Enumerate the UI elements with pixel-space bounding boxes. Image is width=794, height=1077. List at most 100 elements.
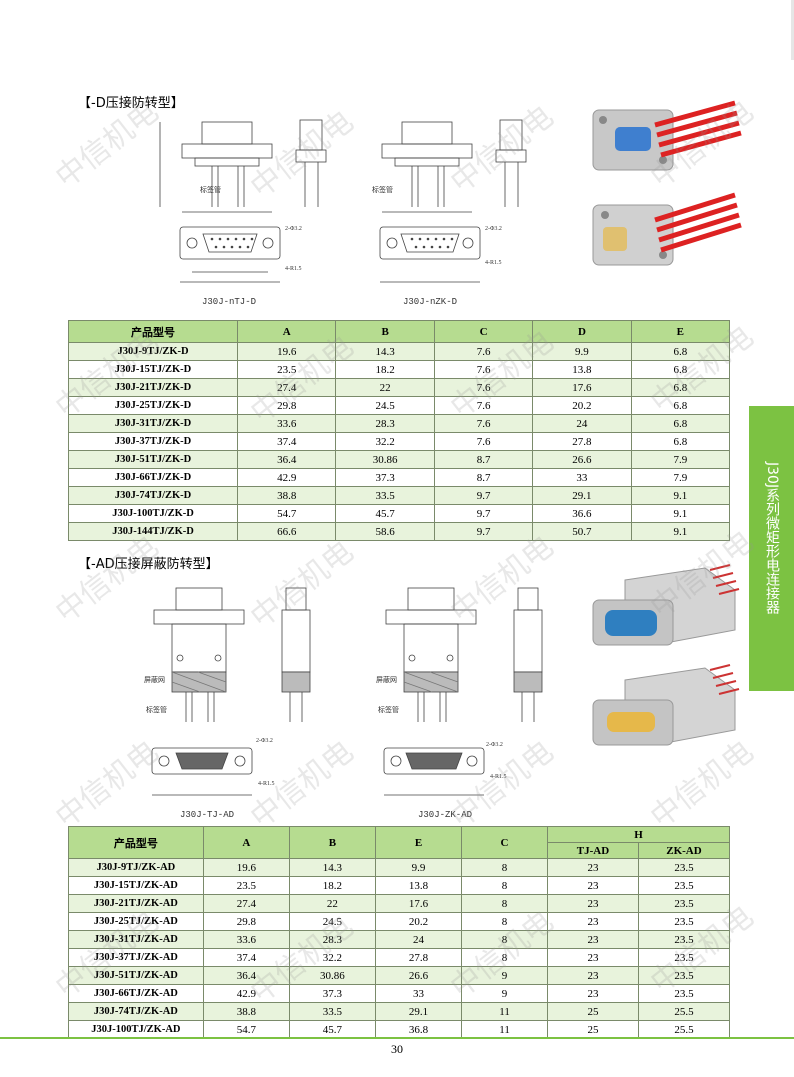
value-cell: 33 — [374, 984, 463, 1003]
page-number: 30 — [391, 1042, 403, 1056]
side-category-tab — [749, 406, 794, 691]
caption-d-tj: J30J-nTJ-D — [202, 297, 257, 307]
value-cell: 36.8 — [374, 1020, 463, 1039]
value-cell: 25 — [547, 1020, 639, 1039]
col-header-model: 产品型号 — [68, 826, 204, 859]
value-cell: 36.6 — [532, 504, 632, 523]
value-cell: 6.8 — [630, 414, 731, 433]
value-cell: 23.5 — [202, 876, 290, 895]
model-cell: J30J-37TJ/ZK-D — [67, 432, 239, 451]
model-cell: J30J-100TJ/ZK-D — [67, 504, 239, 523]
value-cell: 23.5 — [637, 966, 731, 985]
caption-d-zk: J30J-nZK-D — [403, 297, 458, 307]
value-cell: 23.5 — [637, 876, 731, 895]
value-cell: 24 — [532, 414, 632, 433]
value-cell: 42.9 — [237, 468, 337, 487]
value-cell: 17.6 — [374, 894, 463, 913]
value-cell: 33.6 — [237, 414, 337, 433]
radius-label-1: 4-R1.5 — [285, 266, 302, 272]
value-cell: 9.7 — [433, 486, 534, 505]
model-cell: J30J-74TJ/ZK-AD — [68, 1002, 204, 1021]
value-cell: 7.6 — [433, 360, 534, 379]
value-cell: 7.6 — [433, 432, 534, 451]
hole-label-2: 2-Φ3.2 — [485, 226, 502, 232]
value-cell: 14.3 — [288, 858, 377, 877]
value-cell: 18.2 — [335, 360, 435, 379]
model-cell: J30J-51TJ/ZK-D — [67, 450, 239, 469]
value-cell: 36.4 — [237, 450, 337, 469]
section-title-ad: 【-AD压接屏蔽防转型】 — [78, 557, 219, 572]
caption-ad-zk: J30J-ZK-AD — [418, 810, 473, 820]
value-cell: 22 — [288, 894, 377, 913]
col-header-d: D — [532, 320, 632, 343]
value-cell: 7.6 — [433, 378, 534, 397]
value-cell: 33.6 — [202, 930, 290, 949]
side-category-label: J30J系列微矩形电连接器 — [764, 462, 780, 615]
radius-label-4: 4-R1.5 — [490, 774, 507, 780]
value-cell: 30.86 — [335, 450, 435, 469]
model-cell: J30J-51TJ/ZK-AD — [68, 966, 204, 985]
value-cell: 9 — [461, 984, 548, 1003]
value-cell: 20.2 — [374, 912, 463, 931]
shield-label-1: 屏蔽网 — [144, 675, 165, 684]
shield-label-2: 屏蔽网 — [376, 675, 397, 684]
table-header-row: 产品型号 A B C D E — [67, 320, 731, 343]
value-cell: 32.2 — [335, 432, 435, 451]
value-cell: 54.7 — [237, 504, 337, 523]
col-header-b: B — [335, 320, 435, 343]
value-cell: 27.8 — [374, 948, 463, 967]
col-header-c: C — [433, 320, 534, 343]
value-cell: 22 — [335, 378, 435, 397]
col-subheader-tj-ad: TJ-AD — [547, 842, 639, 859]
value-cell: 7.6 — [433, 396, 534, 415]
value-cell: 28.3 — [288, 930, 377, 949]
model-cell: J30J-31TJ/ZK-AD — [68, 930, 204, 949]
model-cell: J30J-144TJ/ZK-D — [67, 522, 239, 541]
value-cell: 29.1 — [374, 1002, 463, 1021]
value-cell: 8 — [461, 948, 548, 967]
value-cell: 29.1 — [532, 486, 632, 505]
value-cell: 33.5 — [335, 486, 435, 505]
value-cell: 23.5 — [637, 858, 731, 877]
value-cell: 36.4 — [202, 966, 290, 985]
value-cell: 32.2 — [288, 948, 377, 967]
value-cell: 23 — [547, 984, 639, 1003]
col-header-b: B — [288, 826, 377, 859]
value-cell: 45.7 — [335, 504, 435, 523]
value-cell: 9.1 — [630, 522, 731, 541]
section-title-d: 【-D压接防转型】 — [78, 96, 184, 111]
value-cell: 18.2 — [288, 876, 377, 895]
value-cell: 38.8 — [202, 1002, 290, 1021]
product-photo-d-plug — [592, 192, 742, 266]
value-cell: 25.5 — [637, 1002, 731, 1021]
value-cell: 17.6 — [532, 378, 632, 397]
col-subheader-zk-ad: ZK-AD — [637, 842, 731, 859]
tube-label-1: 标签管 — [200, 185, 221, 194]
value-cell: 23 — [547, 894, 639, 913]
footer-rule — [0, 1037, 794, 1039]
value-cell: 9.1 — [630, 486, 731, 505]
value-cell: 23 — [547, 876, 639, 895]
value-cell: 7.9 — [630, 468, 731, 487]
value-cell: 23.5 — [637, 984, 731, 1003]
value-cell: 23 — [547, 948, 639, 967]
value-cell: 7.9 — [630, 450, 731, 469]
model-cell: J30J-100TJ/ZK-AD — [68, 1020, 204, 1039]
col-header-e: E — [630, 320, 731, 343]
value-cell: 20.2 — [532, 396, 632, 415]
value-cell: 27.4 — [202, 894, 290, 913]
